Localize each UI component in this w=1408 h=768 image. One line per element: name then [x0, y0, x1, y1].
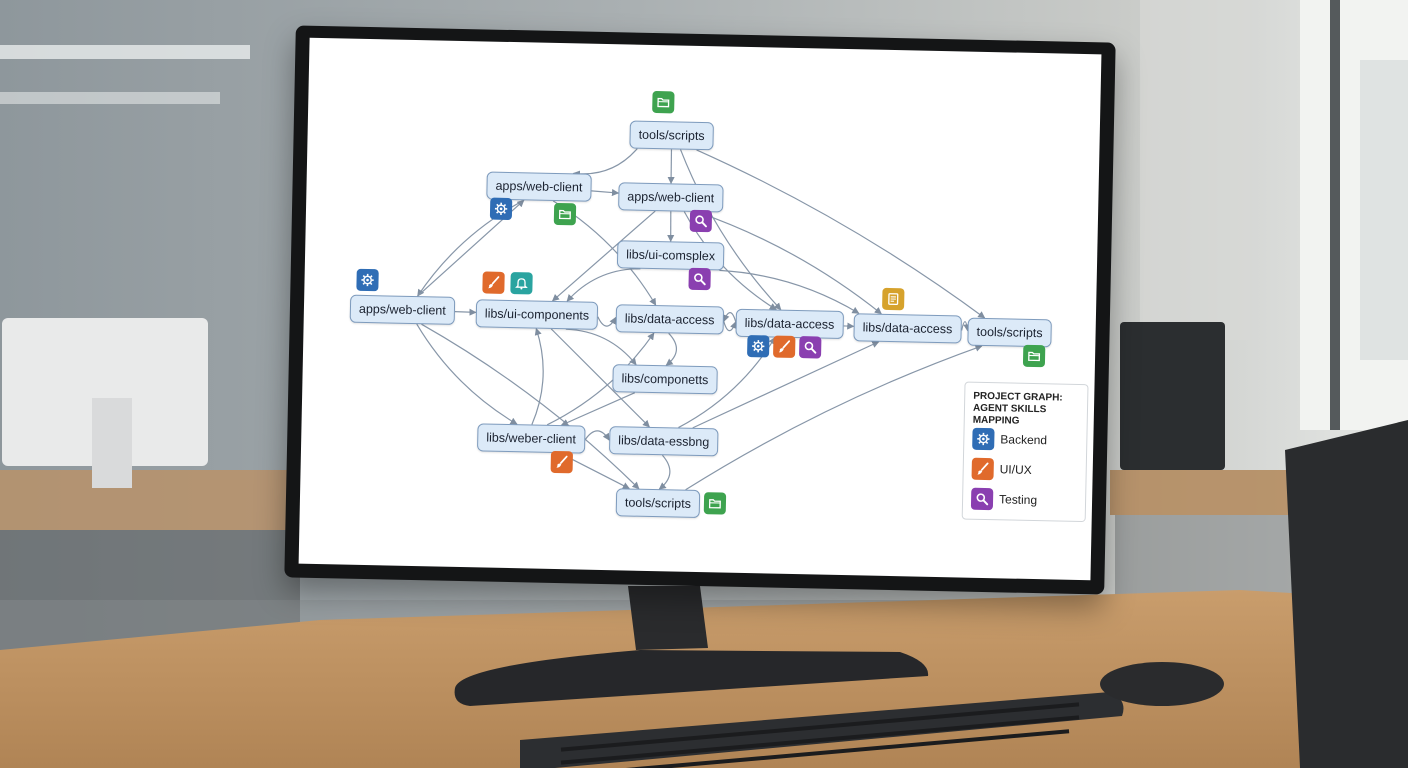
magnifier-icon [970, 487, 994, 511]
folder-icon [703, 492, 727, 515]
graph-node-tools-scripts[interactable]: tools/scripts [967, 317, 1052, 348]
document-icon [882, 287, 905, 311]
graph-node-tools-scripts[interactable]: tools/scripts [629, 120, 714, 151]
graph-node-libs-data-access[interactable]: libs/data-access [853, 313, 962, 344]
graph-node-libs-ui-components[interactable]: libs/ui-components [475, 299, 599, 330]
dependency-edge [692, 341, 880, 429]
dependency-edge [696, 149, 986, 319]
dependency-edge [531, 327, 544, 425]
dependency-edge [416, 323, 518, 425]
dependency-edge [696, 211, 882, 315]
folder-icon [1022, 344, 1046, 368]
dependency-edge [722, 312, 737, 323]
brush-icon [971, 457, 994, 481]
graph-node-apps-web-client[interactable]: apps/web-client [349, 294, 456, 325]
magnifier-icon [689, 209, 713, 233]
magnifier-icon [688, 267, 711, 291]
gear-icon [489, 197, 513, 221]
legend-label: Backend [1000, 432, 1048, 448]
gear-icon [356, 268, 379, 292]
graph-node-libs-ui-comsplex[interactable]: libs/ui-comsplex [616, 240, 725, 271]
dependency-edge [961, 321, 971, 332]
graph-node-libs-data-essbng[interactable]: libs/data-essbng [608, 426, 719, 457]
dependency-edge [667, 211, 675, 243]
graph-node-libs-data-access[interactable]: libs/data-access [615, 304, 724, 335]
legend: PROJECT GRAPH:AGENT SKILLS MAPPING Backe… [961, 381, 1089, 523]
legend-item-testing: Testing [970, 487, 1038, 512]
dependency-edge [723, 321, 737, 332]
brush-icon [550, 450, 574, 474]
dependency-edge [572, 148, 638, 178]
folder-icon [652, 90, 675, 114]
gear-icon [972, 427, 995, 451]
graph-node-tools-scripts[interactable]: tools/scripts [615, 488, 701, 519]
dependency-edge [665, 332, 677, 366]
magnifier-icon [799, 336, 822, 359]
legend-label: UI/UX [999, 462, 1032, 477]
dependency-edge [591, 188, 620, 197]
dependency-edge [417, 199, 525, 297]
dependency-edge [685, 344, 983, 491]
dependency-edges [416, 148, 986, 491]
dependency-edge [566, 268, 641, 302]
dependency-edge [584, 430, 610, 441]
dependency-edge [454, 308, 477, 316]
brush-icon [773, 335, 796, 359]
legend-item-backend: Backend [972, 427, 1047, 453]
dependency-edge [551, 210, 656, 302]
dependency-edge [658, 454, 671, 490]
dependency-edge [719, 269, 860, 314]
dependency-edge [679, 149, 782, 311]
dependency-edge [550, 328, 650, 428]
graph-node-libs-weber-client[interactable]: libs/weber-client [476, 423, 586, 454]
graph-node-libs-componetts[interactable]: libs/componetts [612, 364, 718, 395]
legend-item-uiux: UI/UX [971, 457, 1032, 482]
dependency-edge [560, 392, 636, 426]
legend-label: Testing [998, 492, 1038, 508]
dependency-edge [597, 316, 617, 327]
dependency-edge [546, 332, 655, 426]
dependency-edge [565, 328, 637, 366]
brush-icon [482, 271, 505, 294]
gear-icon [747, 334, 770, 358]
dependency-edge [667, 149, 675, 185]
folder-icon [553, 202, 577, 226]
dependency-edge [421, 323, 640, 490]
monitor: tools/scripts apps/web-client apps/web-c… [284, 25, 1116, 595]
monitor-screen: tools/scripts apps/web-client apps/web-c… [298, 37, 1102, 581]
graph-node-apps-web-client[interactable]: apps/web-client [618, 182, 724, 213]
legend-title: PROJECT GRAPH:AGENT SKILLS MAPPING [972, 390, 1063, 427]
bell-icon [510, 272, 533, 295]
